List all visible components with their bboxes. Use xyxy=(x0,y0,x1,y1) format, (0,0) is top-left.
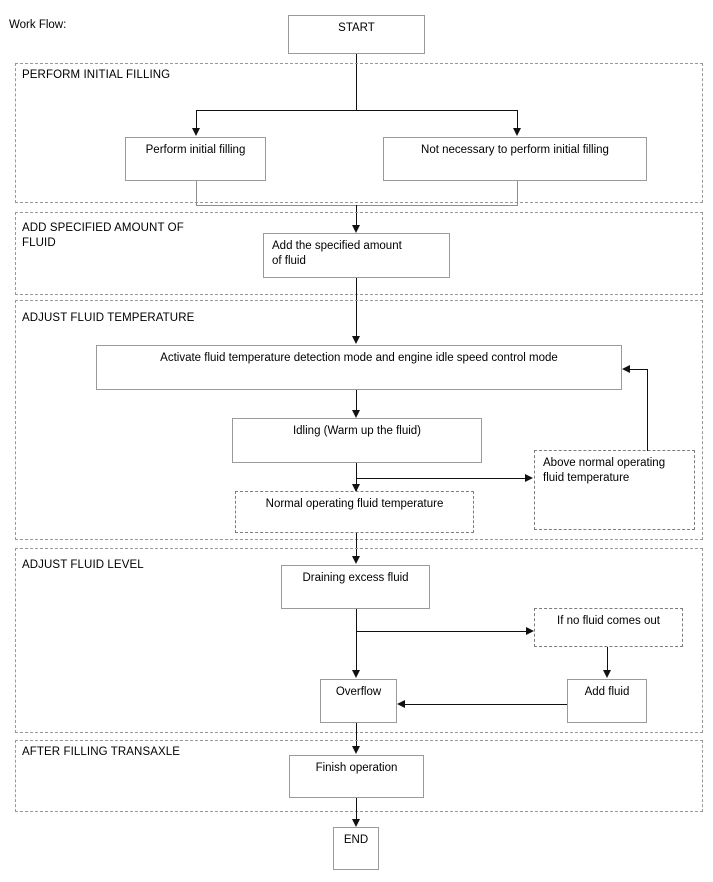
connector-draining-down xyxy=(356,609,357,671)
connector-split-right-down xyxy=(517,110,518,130)
arrow-into-idling xyxy=(352,410,360,418)
arrow-into-finish-operation xyxy=(352,746,360,754)
end-terminal: END xyxy=(333,827,379,870)
node-draining-excess-fluid: Draining excess fluid xyxy=(281,565,430,609)
connector-finish-to-end xyxy=(356,798,357,821)
section-title-after-filling-transaxle: AFTER FILLING TRANSAXLE xyxy=(22,746,181,758)
arrow-into-not-necessary xyxy=(513,128,521,136)
connector-idling-down xyxy=(356,463,357,491)
connector-draining-to-if-no-fluid xyxy=(356,631,527,632)
node-normal-operating-temp: Normal operating fluid temperature xyxy=(235,491,474,533)
connector-activate-to-idling xyxy=(356,390,357,412)
section-after-filling-transaxle xyxy=(15,740,703,812)
arrow-into-add-specified-amount xyxy=(352,225,360,233)
connector-idling-to-above-normal xyxy=(356,478,526,479)
node-activate-modes: Activate fluid temperature detection mod… xyxy=(96,345,622,390)
node-idling: Idling (Warm up the fluid) xyxy=(232,418,482,463)
arrow-into-overflow-from-add-fluid xyxy=(397,700,405,708)
section-title-add-specified-amount-of-fluid: ADD SPECIFIED AMOUNT OF FLUID xyxy=(22,222,184,249)
arrow-into-perform-initial-filling xyxy=(192,128,200,136)
connector-start-down xyxy=(356,54,357,110)
connector-feedback-into-activate xyxy=(630,369,648,370)
connector-feedback-up xyxy=(647,369,648,451)
connector-if-no-fluid-to-add-fluid xyxy=(607,647,608,672)
section-title-adjust-fluid-level: ADJUST FLUID LEVEL xyxy=(22,559,144,571)
arrow-into-above-normal-operating-temp xyxy=(525,474,533,482)
connector-not-necessary-down xyxy=(517,181,518,205)
node-perform-initial-filling: Perform initial filling xyxy=(125,137,266,181)
connector-add-fluid-to-activate xyxy=(356,278,357,337)
arrow-into-activate-modes xyxy=(352,336,360,344)
connector-overflow-to-finish xyxy=(356,723,357,749)
section-add-specified-amount-of-fluid xyxy=(15,212,703,295)
work-flow-label: Work Flow: xyxy=(9,19,67,31)
node-not-necessary-initial-filling: Not necessary to perform initial filling xyxy=(383,137,647,181)
arrow-into-overflow xyxy=(352,670,360,678)
connector-split-bus xyxy=(196,110,518,111)
section-adjust-fluid-level xyxy=(15,548,703,733)
connector-normal-temp-to-draining xyxy=(356,533,357,559)
connector-merge-bus xyxy=(196,205,518,206)
section-title-adjust-fluid-temperature: ADJUST FLUID TEMPERATURE xyxy=(22,312,195,324)
node-overflow: Overflow xyxy=(320,679,397,723)
section-title-perform-initial-filling: PERFORM INITIAL FILLING xyxy=(22,69,171,81)
arrow-into-end-terminal xyxy=(352,819,360,827)
connector-merge-to-add-fluid xyxy=(356,205,357,227)
node-above-normal-operating-temp-label: Above normal operating fluid temperature xyxy=(543,457,666,484)
connector-add-fluid-to-overflow xyxy=(404,704,567,705)
node-if-no-fluid-comes-out: If no fluid comes out xyxy=(534,608,683,647)
start-terminal: START xyxy=(288,15,425,54)
node-add-specified-amount: Add the specified amount of fluid xyxy=(263,233,450,278)
node-above-normal-operating-temp: Above normal operating fluid temperature xyxy=(534,450,695,530)
section-adjust-fluid-temperature xyxy=(15,300,703,540)
node-finish-operation: Finish operation xyxy=(289,755,424,798)
arrow-into-add-fluid xyxy=(603,670,611,678)
arrow-feedback-into-activate-modes xyxy=(622,365,630,373)
arrow-into-if-no-fluid-comes-out xyxy=(526,627,534,635)
connector-perform-down xyxy=(196,181,197,205)
node-add-fluid: Add fluid xyxy=(567,679,647,723)
arrow-into-draining-excess-fluid xyxy=(352,556,360,564)
arrow-into-normal-operating-temp xyxy=(352,484,360,492)
section-perform-initial-filling xyxy=(15,63,703,203)
connector-split-left-down xyxy=(196,110,197,130)
node-add-specified-amount-label: Add the specified amount of fluid xyxy=(272,240,402,267)
